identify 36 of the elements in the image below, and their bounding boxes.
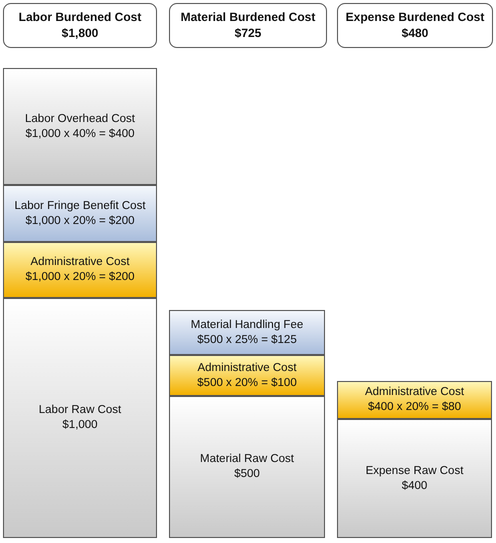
cost-value: $1,000 bbox=[62, 418, 98, 433]
cost-label: Administrative Cost bbox=[30, 255, 130, 270]
header-box bbox=[3, 3, 157, 48]
cost-label: Labor Raw Cost bbox=[38, 403, 122, 418]
cost-value: $400 x 20% = $80 bbox=[368, 400, 462, 415]
cost-value: $480 bbox=[402, 26, 428, 42]
cost-value: $500 x 25% = $125 bbox=[197, 332, 297, 348]
cost-label: Material Burdened Cost bbox=[180, 10, 316, 26]
cost-label: Labor Overhead Cost bbox=[25, 112, 135, 126]
cost-value: $1,000 x 40% = $400 bbox=[25, 126, 135, 142]
cost-label: Labor Burdened Cost bbox=[18, 10, 142, 26]
cost-label: Labor Fringe Benefit Cost bbox=[14, 198, 146, 214]
cost-value: $400 bbox=[402, 478, 428, 494]
cost-label: Material Handling Fee bbox=[190, 318, 304, 332]
cost-block bbox=[169, 396, 325, 538]
cost-block bbox=[3, 68, 157, 185]
cost-label: Expense Burdened Cost bbox=[346, 10, 484, 26]
cost-value: $500 x 20% = $100 bbox=[197, 376, 297, 390]
cost-block bbox=[169, 310, 325, 355]
cost-label: Administrative Cost bbox=[364, 385, 464, 400]
cost-label: Expense Raw Cost bbox=[366, 464, 464, 478]
cost-value: $1,800 bbox=[62, 26, 98, 42]
cost-block bbox=[337, 419, 492, 538]
cost-label: Administrative Cost bbox=[197, 360, 297, 376]
cost-block bbox=[169, 355, 325, 396]
cost-value: $500 bbox=[234, 467, 260, 482]
header-box bbox=[337, 3, 493, 48]
cost-block bbox=[3, 298, 157, 538]
cost-block bbox=[3, 185, 157, 242]
header-box bbox=[169, 3, 327, 48]
cost-block bbox=[3, 242, 157, 298]
cost-value: $1,000 x 20% = $200 bbox=[25, 270, 135, 285]
cost-value: $725 bbox=[234, 26, 262, 42]
cost-label: Material Raw Cost bbox=[200, 452, 294, 467]
cost-block bbox=[337, 381, 492, 419]
cost-value: $1,000 x 20% = $200 bbox=[25, 214, 135, 228]
